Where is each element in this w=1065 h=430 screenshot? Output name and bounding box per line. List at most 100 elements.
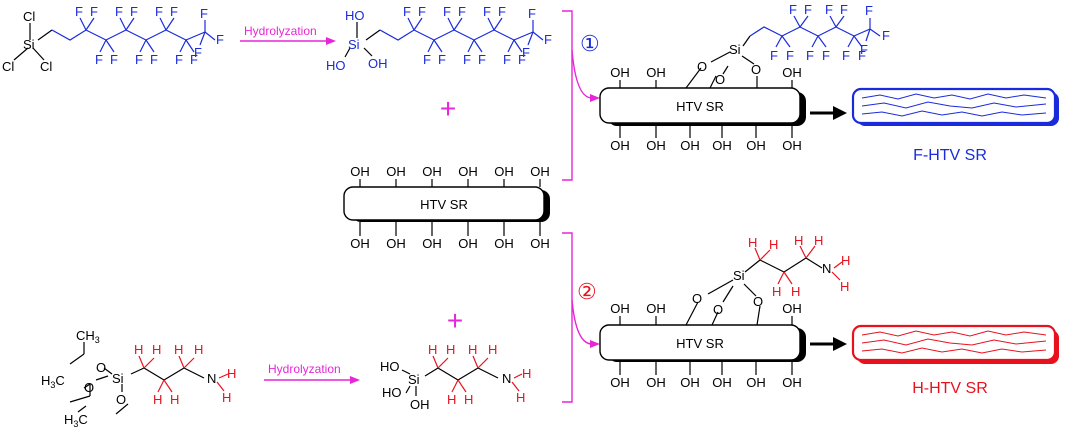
o-atom: O <box>116 392 126 407</box>
f-atom: F <box>522 45 530 60</box>
h-atom: H <box>464 392 473 407</box>
hydroxyl-bottom: OH <box>680 375 700 390</box>
hydroxyl-top: OH <box>782 65 802 80</box>
methyl-group: H3C <box>41 373 65 390</box>
h-atom: H <box>794 233 803 248</box>
hydroxyl-bottom: OH <box>422 236 442 251</box>
h-atom: H <box>428 342 437 357</box>
f-atom: F <box>463 52 471 67</box>
h-atom: H <box>522 366 531 381</box>
f-atom: F <box>842 48 850 63</box>
si-atom: Si <box>408 372 420 387</box>
h-atom: H <box>170 392 179 407</box>
n-atom: N <box>502 371 511 386</box>
hydroxyl-top: OH <box>782 301 802 316</box>
bridging-oxygen: O <box>751 62 761 77</box>
f-atom: F <box>770 48 778 63</box>
h-atom: H <box>769 237 778 252</box>
f-atom: F <box>170 4 178 19</box>
hydroxyl-bottom: OH <box>746 375 766 390</box>
f-atom: F <box>175 52 183 67</box>
product-label: F-HTV SR <box>913 147 987 164</box>
hydrolysis-label: Hydrolyzation <box>244 24 317 38</box>
f-atom: F <box>443 4 451 19</box>
hydroxyl-top: OH <box>610 301 630 316</box>
methyl-group: CH3 <box>76 328 100 345</box>
h-atom: H <box>222 390 231 405</box>
amino-triethoxysilane: CH3 O H3C O Si O H3C N H H H H H H <box>41 328 236 429</box>
substrate-label: HTV SR <box>676 336 724 351</box>
hydroxyl-top: OH <box>458 164 478 179</box>
hydroxyl-bottom: OH <box>386 236 406 251</box>
hydroxyl-bottom: OH <box>530 236 550 251</box>
cl-atom: Cl <box>40 59 52 74</box>
route-2-marker: ② <box>577 279 597 304</box>
n-atom: N <box>207 371 216 386</box>
fluoro-silanetriol: Si HO HO OH F F F F F F F F F F F F F F … <box>326 4 552 73</box>
n-atom: N <box>822 261 831 276</box>
f-atom: F <box>544 32 552 47</box>
product-arrow-bottom <box>810 337 847 351</box>
f-atom: F <box>528 6 536 21</box>
f-atom: F <box>458 4 466 19</box>
f-atom: F <box>860 42 868 57</box>
hydroxyl-oh: OH <box>410 397 430 412</box>
hydroxyl-bottom: OH <box>646 375 666 390</box>
h-atom: H <box>134 342 143 357</box>
f-atom: F <box>423 52 431 67</box>
cl-atom: Cl <box>23 9 35 24</box>
h-atom: H <box>152 342 161 357</box>
route-arrow-head-top <box>590 94 600 102</box>
f-atom: F <box>822 48 830 63</box>
methyl-group: H3C <box>64 412 88 429</box>
f-atom: F <box>418 4 426 19</box>
f-atom: F <box>190 52 198 67</box>
h-atom: H <box>841 253 850 268</box>
h-atom: H <box>772 284 781 299</box>
h-atom: H <box>840 279 849 294</box>
f-atom: F <box>75 4 83 19</box>
hydroxyl-top: OH <box>386 164 406 179</box>
f-atom: F <box>216 32 224 47</box>
hydroxyl-bottom: OH <box>712 375 732 390</box>
hydroxyl-bottom: OH <box>646 138 666 153</box>
hydroxyl-bottom: OH <box>494 236 514 251</box>
h-htv-sr-product: H-HTV SR <box>851 324 1059 397</box>
bridging-oxygen: O <box>715 72 725 87</box>
hydroxyl-oh: OH <box>368 56 388 71</box>
f-atom: F <box>865 3 873 18</box>
f-atom: F <box>503 52 511 67</box>
f-htv-sr-product: F-HTV SR <box>851 87 1059 164</box>
f-atom: F <box>135 52 143 67</box>
fluoro-graft-anchor: O O O Si F F F F F F F F F F F F F <box>685 2 890 89</box>
f-atom: F <box>150 52 158 67</box>
hydrolysis-arrow-top: Hydrolyzation <box>240 24 336 45</box>
hydroxyl-bottom: OH <box>680 138 700 153</box>
f-atom: F <box>200 6 208 21</box>
o-atom: O <box>96 360 106 375</box>
f-atom: F <box>789 2 797 17</box>
si-atom: Si <box>348 37 360 52</box>
f-atom: F <box>194 45 202 60</box>
route-1-marker: ① <box>580 31 600 56</box>
f-atom: F <box>155 4 163 19</box>
hydroxyl-ho: HO <box>380 359 400 374</box>
f-atom: F <box>478 52 486 67</box>
product-label: H-HTV SR <box>912 380 988 397</box>
route-arrow-head-bottom <box>590 340 600 348</box>
hydroxyl-top: OH <box>530 164 550 179</box>
hydroxyl-top: OH <box>610 65 630 80</box>
h-atom: H <box>153 392 162 407</box>
hydroxyl-top: OH <box>422 164 442 179</box>
hydrolysis-arrow-bottom: Hydrolyzation <box>264 362 360 384</box>
f-atom: F <box>90 4 98 19</box>
hydroxyl-top: OH <box>646 65 666 80</box>
hydroxyl-top: OH <box>494 164 514 179</box>
f-atom: F <box>840 2 848 17</box>
route-bracket-bottom <box>562 232 593 403</box>
amine-grafted-substrate: HTV SR <box>599 324 806 362</box>
f-atom: F <box>95 52 103 67</box>
h-atom: H <box>791 284 800 299</box>
hydroxyl-ho: HO <box>326 58 346 73</box>
